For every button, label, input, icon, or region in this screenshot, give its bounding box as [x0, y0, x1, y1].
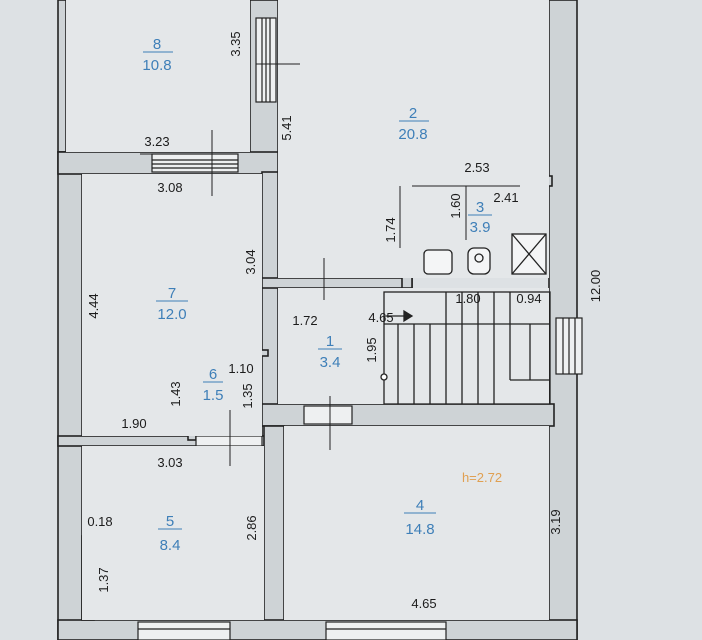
- dim-2-41: 2.41: [493, 190, 518, 205]
- dim-1-95: 1.95: [364, 337, 379, 362]
- dim-1-10: 1.10: [228, 361, 253, 376]
- window-room-5: [137, 621, 231, 640]
- wall-left-outer: [57, 151, 83, 640]
- dim-3-08: 3.08: [157, 180, 182, 195]
- dimension-labels: 3.35 5.41 3.23 3.08 2.53 1.60 2.41 1.74 …: [86, 31, 603, 611]
- room-interiors: [66, 0, 549, 620]
- dim-1-37: 1.37: [96, 567, 111, 592]
- room-6-area: 1.5: [203, 387, 224, 404]
- bath-fixtures: [423, 233, 547, 275]
- dim-1-60: 1.60: [448, 193, 463, 218]
- room-7-number: 7: [168, 285, 176, 302]
- dim-0-94: 0.94: [516, 291, 541, 306]
- room-4-number: 4: [416, 497, 424, 514]
- dim-4-65-stair: 4.65: [368, 310, 393, 325]
- room-2-area: 20.8: [398, 126, 427, 143]
- toilet-icon: [467, 247, 491, 275]
- ceiling-height-note: h=2.72: [462, 470, 502, 485]
- window-room-1: [303, 405, 353, 425]
- room-8-number: 8: [153, 36, 161, 53]
- room-7-area: 12.0: [157, 306, 186, 323]
- window-room-4: [325, 621, 447, 640]
- room-labels: 8 10.8 2 20.8 3 3.9 7 12.0 1 3.4 6 1.5 5…: [142, 36, 492, 554]
- room-3-area: 3.9: [470, 219, 491, 236]
- dim-1-80: 1.80: [455, 291, 480, 306]
- wall-left-upper: [57, 0, 67, 153]
- dim-1-90: 1.90: [121, 416, 146, 431]
- room-1-number: 1: [326, 333, 334, 350]
- dim-3-19: 3.19: [548, 509, 563, 534]
- window-stairs: [555, 317, 583, 375]
- wall-2-1: [261, 277, 413, 289]
- dim-3-03: 3.03: [157, 455, 182, 470]
- dim-2-53: 2.53: [464, 160, 489, 175]
- dim-1-43: 1.43: [168, 381, 183, 406]
- staircase: [380, 291, 551, 405]
- wall-5-4: [263, 425, 285, 640]
- room-6-number: 6: [209, 366, 217, 383]
- stair-start-marker: [380, 373, 388, 381]
- dim-0-18: 0.18: [87, 514, 112, 529]
- room-2-number: 2: [409, 105, 417, 122]
- dim-4-65-bottom: 4.65: [411, 596, 436, 611]
- room-5-area: 8.4: [160, 537, 181, 554]
- dim-1-72: 1.72: [292, 313, 317, 328]
- wall-7-1: [261, 171, 279, 441]
- room-3-number: 3: [476, 199, 484, 216]
- window-room-7: [151, 153, 239, 173]
- window-closet-6: [195, 435, 263, 447]
- room-4-area: 14.8: [405, 521, 434, 538]
- dim-1-74: 1.74: [383, 217, 398, 242]
- room-1-area: 3.4: [320, 354, 341, 371]
- dim-3-04: 3.04: [243, 249, 258, 274]
- stair-arrow-head: [403, 309, 414, 323]
- shower-icon: [511, 233, 547, 275]
- dimension-lines: [140, 63, 520, 466]
- dim-1-35: 1.35: [240, 383, 255, 408]
- room-8-area: 10.8: [142, 57, 171, 74]
- dim-2-86: 2.86: [244, 515, 259, 540]
- dim-4-44: 4.44: [86, 293, 101, 318]
- dim-3-35: 3.35: [228, 31, 243, 56]
- dim-5-41: 5.41: [279, 115, 294, 140]
- dim-12-00: 12.00: [588, 270, 603, 303]
- window-room-8: [255, 17, 277, 103]
- room-5-number: 5: [166, 513, 174, 530]
- dim-3-23: 3.23: [144, 134, 169, 149]
- wall-bottom: [57, 619, 578, 640]
- sink-icon: [423, 249, 453, 275]
